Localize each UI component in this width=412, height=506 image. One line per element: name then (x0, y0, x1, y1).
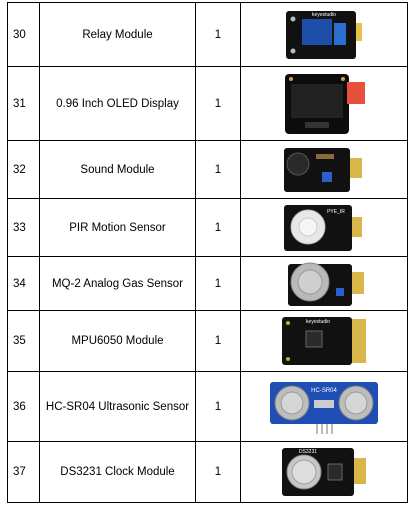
table-row: 32 Sound Module 1 (7, 140, 408, 199)
component-name: Relay Module (39, 2, 196, 67)
component-quantity: 1 (195, 371, 241, 442)
sound-module-photo (284, 147, 362, 192)
gas-sensor-photo (288, 262, 364, 306)
table-row: 33 PIR Motion Sensor 1 PYE_IR (7, 198, 408, 257)
row-number: 35 (7, 310, 40, 372)
row-number: 30 (7, 2, 40, 67)
table-row: 30 Relay Module 1 keyestudio (7, 2, 408, 67)
component-quantity: 1 (195, 140, 241, 199)
component-quantity: 1 (195, 66, 241, 141)
ultrasonic-sensor-photo: HC-SR04 (270, 381, 378, 434)
relay-module-photo: keyestudio (286, 10, 362, 59)
component-quantity: 1 (195, 198, 241, 257)
component-image-cell (240, 140, 408, 199)
board-label: DS3231 (299, 449, 317, 455)
row-number: 37 (7, 441, 40, 503)
table-row: 31 0.96 Inch OLED Display 1 (7, 66, 408, 141)
component-name: HC-SR04 Ultrasonic Sensor (39, 371, 196, 442)
component-name: Sound Module (39, 140, 196, 199)
component-name: MQ-2 Analog Gas Sensor (39, 256, 196, 311)
component-image-cell: keyestudio (240, 2, 408, 67)
table-row: 37 DS3231 Clock Module 1 DS3231 (7, 441, 408, 503)
row-number: 31 (7, 66, 40, 141)
board-label: keyestudio (306, 319, 330, 325)
component-image-cell (240, 256, 408, 311)
component-quantity: 1 (195, 441, 241, 503)
component-image-cell: keyestudio (240, 310, 408, 372)
component-name: PIR Motion Sensor (39, 198, 196, 257)
parts-table: 30 Relay Module 1 keyestudio 31 0.96 Inc… (7, 2, 408, 503)
oled-display-photo (285, 73, 365, 134)
row-number: 36 (7, 371, 40, 442)
pir-sensor-photo: PYE_IR (284, 204, 362, 251)
component-quantity: 1 (195, 2, 241, 67)
component-name: MPU6050 Module (39, 310, 196, 372)
row-number: 32 (7, 140, 40, 199)
mpu6050-module-photo: keyestudio (282, 317, 366, 365)
component-name: DS3231 Clock Module (39, 441, 196, 503)
table-row: 36 HC-SR04 Ultrasonic Sensor 1 HC-SR04 (7, 371, 408, 442)
table-row: 34 MQ-2 Analog Gas Sensor 1 (7, 256, 408, 311)
clock-module-photo: DS3231 (282, 448, 366, 496)
component-image-cell: HC-SR04 (240, 371, 408, 442)
component-quantity: 1 (195, 256, 241, 311)
component-image-cell (240, 66, 408, 141)
board-label: keyestudio (312, 12, 336, 18)
component-name: 0.96 Inch OLED Display (39, 66, 196, 141)
board-label: HC-SR04 (311, 388, 337, 394)
table-row: 35 MPU6050 Module 1 keyestudio (7, 310, 408, 372)
component-image-cell: DS3231 (240, 441, 408, 503)
row-number: 34 (7, 256, 40, 311)
component-image-cell: PYE_IR (240, 198, 408, 257)
row-number: 33 (7, 198, 40, 257)
board-label: PYE_IR (327, 209, 345, 215)
component-quantity: 1 (195, 310, 241, 372)
